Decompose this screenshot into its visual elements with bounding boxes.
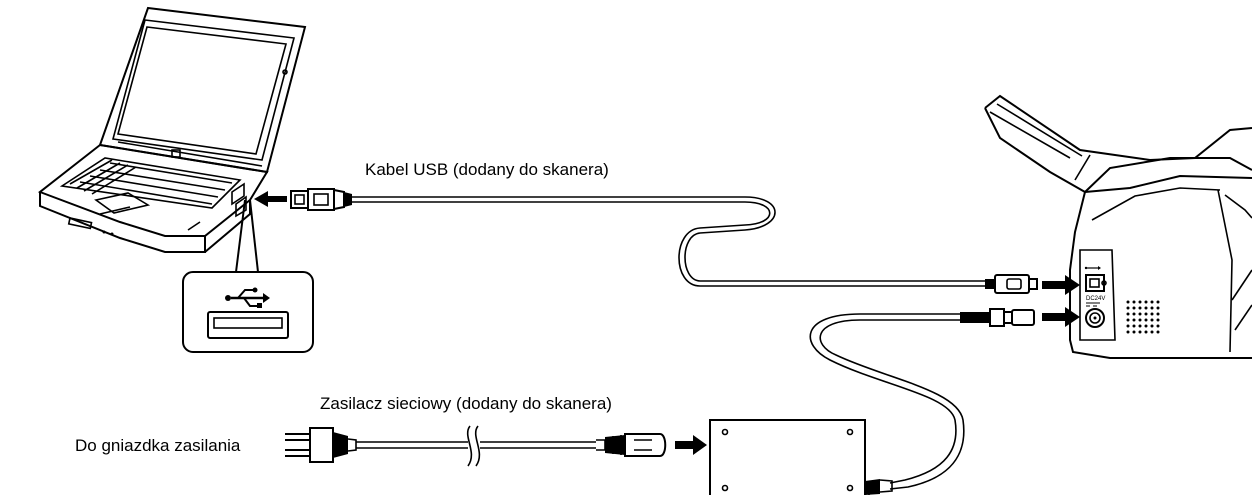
scanner: DC24V	[984, 94, 1252, 359]
insert-arrow-dc	[1042, 307, 1080, 327]
usb-cable	[290, 188, 1038, 294]
svg-text:DC24V: DC24V	[1086, 296, 1105, 302]
insert-arrow-usb	[1042, 275, 1080, 295]
scanner-usb-port	[1084, 266, 1107, 292]
usb-icon	[1084, 266, 1101, 270]
dc-cable	[809, 308, 1035, 490]
power-cord	[285, 425, 667, 467]
insert-arrow-laptop	[254, 191, 287, 207]
power-adapter-label: Zasilacz sieciowy (dodany do skanera)	[320, 394, 612, 413]
usb-cable-label: Kabel USB (dodany do skanera)	[365, 160, 609, 179]
wall-outlet-label: Do gniazdka zasilania	[75, 436, 241, 455]
vent-grid	[1126, 300, 1160, 334]
laptop	[37, 6, 307, 253]
usb-icon	[225, 287, 270, 308]
insert-arrow-adapter	[675, 435, 707, 455]
scanner-dc-port: DC24V	[1085, 296, 1105, 328]
ac-adapter	[709, 419, 893, 495]
usb-port-callout	[182, 199, 314, 353]
